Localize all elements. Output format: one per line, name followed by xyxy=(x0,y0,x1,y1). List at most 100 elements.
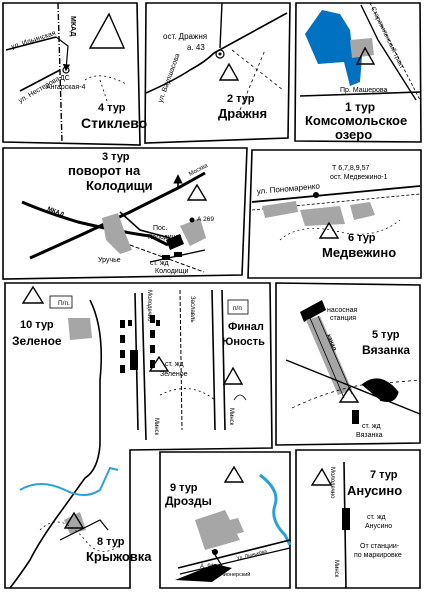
direction-label: Минск xyxy=(333,560,339,578)
stop-name: ост. Медвежино-1 xyxy=(330,174,388,181)
bus-stop-icon xyxy=(313,192,319,198)
street-label-ilyinskaya: ул. Ильинская xyxy=(10,30,56,51)
building xyxy=(102,213,132,254)
station-platform xyxy=(342,508,350,530)
pump-label-line2: станция xyxy=(330,315,356,322)
tour-name: Дражня xyxy=(218,106,267,121)
tour-number: 4 тур xyxy=(98,102,126,114)
tour-name: Зеленое xyxy=(12,334,62,348)
station-label: ст. жд xyxy=(165,361,184,368)
tour-name: поворот на xyxy=(68,163,141,178)
direction-label: Минск xyxy=(153,418,159,436)
stop-name: Ангарская-4 xyxy=(46,84,85,91)
tour-number: 3 тур xyxy=(102,151,130,163)
road-number: А 269 xyxy=(197,216,214,223)
station-name: Колодищи xyxy=(155,268,188,275)
control-triangle-icon xyxy=(88,12,126,49)
stop-name: а. 43 xyxy=(187,43,205,52)
street-label: Ул. Лынькова xyxy=(236,549,268,562)
stop-label: ДС xyxy=(60,75,70,82)
tour-number: 9 тур xyxy=(170,482,198,494)
tour-name: Стиклево xyxy=(81,115,147,131)
station-label: ст. жд xyxy=(367,514,386,521)
tour-name: Крыжовка xyxy=(86,549,152,564)
pump-label: насосная xyxy=(327,307,357,314)
panel-kryzhovka: 8 тур Крыжовка xyxy=(39,511,152,564)
village-label: Пос. xyxy=(153,225,167,232)
street-label-mkad: МКАД xyxy=(69,16,76,36)
tour-name: Анусино xyxy=(347,483,402,498)
control-triangle-icon xyxy=(63,511,85,529)
panel-borders xyxy=(2,2,422,589)
road-mkad xyxy=(21,200,169,247)
river xyxy=(259,473,292,546)
panel-komsomolskoe: Старовиленский тракт Пр. Машерова 1 тур … xyxy=(299,2,421,142)
direction-label: Минск xyxy=(228,408,234,426)
place-label: Уручье xyxy=(98,257,121,264)
final-label: Финал xyxy=(228,321,264,333)
pp-label: п/п xyxy=(233,305,242,312)
tour-name-line2: Колодищи xyxy=(86,178,153,193)
road-moscow xyxy=(29,171,206,260)
tour-number: 1 тур xyxy=(345,100,375,114)
building xyxy=(350,202,375,220)
control-triangle-icon xyxy=(21,285,45,304)
direction-label: Заславль xyxy=(189,296,195,322)
control-triangle-icon xyxy=(218,62,240,81)
control-triangle-icon xyxy=(355,46,376,65)
road-ilyinskaya xyxy=(5,36,57,51)
stop-name: пос. Пионерский xyxy=(208,571,250,578)
panel-medvezhino: Т 6,7,8,9,57 ост. Медвежино-1 ул. Понома… xyxy=(251,165,421,260)
control-triangle-icon xyxy=(310,467,333,486)
control-triangle-icon xyxy=(222,366,244,385)
stop-label: ост. Дражня xyxy=(163,32,207,41)
street-label: Старовиленский тракт xyxy=(369,5,406,69)
station-label: ст. жд xyxy=(150,260,169,267)
direction-label: Молодечно xyxy=(146,290,152,322)
street-label: МКАД xyxy=(46,206,65,218)
station-name: Анусино xyxy=(365,523,392,530)
control-triangle-icon xyxy=(338,386,360,403)
final-name: Юность xyxy=(222,336,265,348)
tour-name: Вязанка xyxy=(362,343,410,357)
tour-name: Дрозды xyxy=(165,494,212,508)
road-vaupshasova xyxy=(145,52,215,94)
road-masherova xyxy=(299,91,421,97)
bus-stop-icon xyxy=(215,49,225,59)
direction-label: Молодечно xyxy=(329,467,335,499)
panel-final-yunost: Заславль п/п Финал Юность Минск xyxy=(189,289,265,431)
parking xyxy=(175,564,232,582)
note: От станции- xyxy=(360,543,400,550)
control-triangle-icon xyxy=(186,183,208,201)
street-label: ул. Пономаренко xyxy=(256,181,320,196)
road-nesterova xyxy=(19,69,61,92)
transport-lines: Т 6,7,8,9,57 xyxy=(332,165,369,172)
panel-stiklevo: ул. Ильинская МКАД ул. Нестерова ДС Анга… xyxy=(5,2,147,143)
tour-number: 10 тур xyxy=(20,319,54,331)
tour-number: 8 тур xyxy=(97,536,125,548)
panel-drazhnya: ост. Дражня а. 43 ул. Ваупшасова 2 тур Д… xyxy=(145,2,288,121)
control-triangle-icon xyxy=(148,355,170,372)
tour-number: 2 тур xyxy=(227,93,255,105)
river xyxy=(19,466,119,496)
station-name: Вязанка xyxy=(356,432,383,439)
panel-drozdy: 9 тур Дрозды Ул. Лынькова А. 91 пос. Пио… xyxy=(165,465,292,582)
pp-label: П/п. xyxy=(58,300,70,307)
bus-label: А. 91 xyxy=(200,564,215,570)
lake-shape xyxy=(305,10,362,86)
panel-vyazanka: насосная станция 5 тур Вязанка канал ст.… xyxy=(285,300,421,439)
tour-name-line2: озеро xyxy=(335,127,372,142)
building xyxy=(195,510,240,550)
station-name: Зеленое xyxy=(160,371,188,378)
panel-kolodishchi: 3 тур поворот на Колодищи Москва МКАД По… xyxy=(21,151,214,275)
bus-stop-icon xyxy=(212,549,218,555)
tour-number: 5 тур xyxy=(372,329,400,341)
note-line2: по маркировке xyxy=(354,552,402,559)
road-lynkova xyxy=(177,539,291,569)
road-staroviljensky xyxy=(377,39,417,101)
village-name: Колодищи xyxy=(148,234,181,241)
panel-zelenoe: П/п. 10 тур Зеленое Молодечно Минск ст. … xyxy=(9,285,216,589)
street-label: Пр. Машерова xyxy=(340,87,388,94)
tour-name: Медвежино xyxy=(322,245,396,260)
